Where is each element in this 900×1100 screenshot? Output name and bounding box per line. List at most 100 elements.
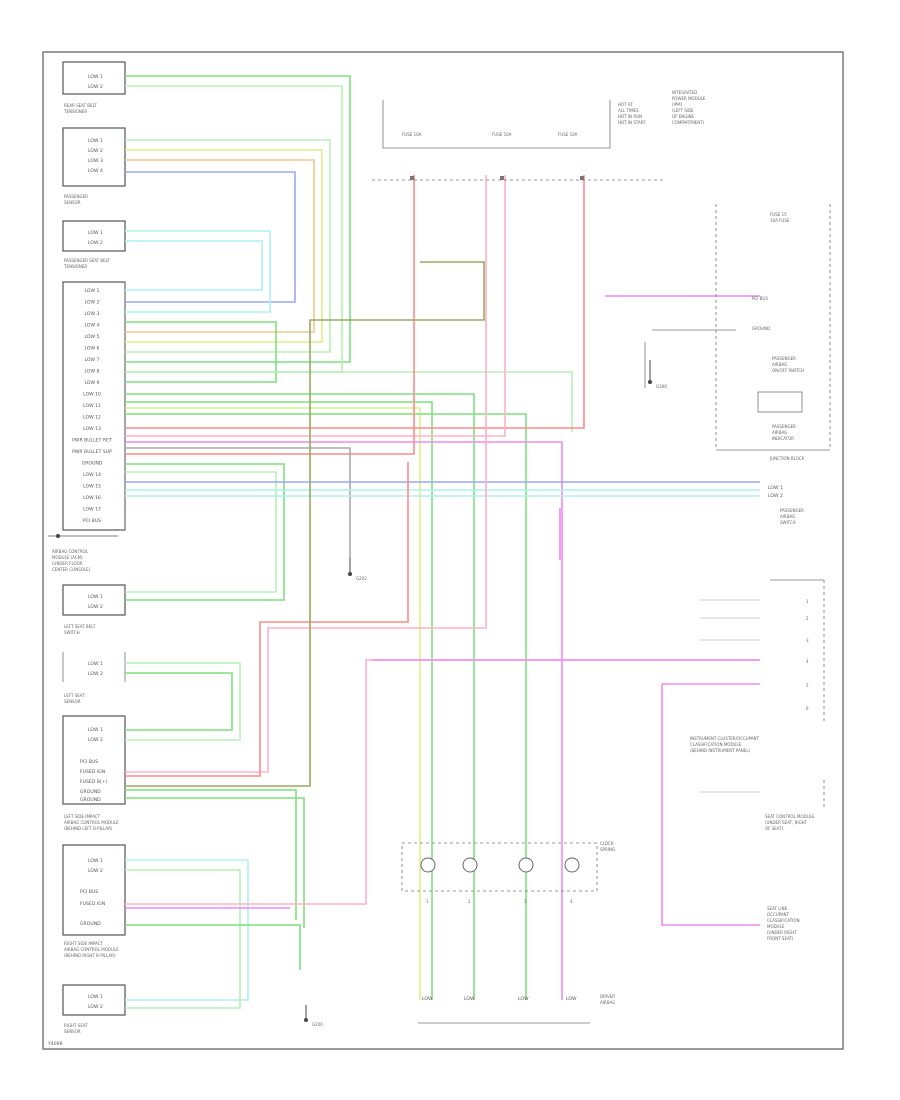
svg-text:LOW 1: LOW 1 [88,138,103,144]
svg-text:LOW 2: LOW 2 [88,148,103,154]
svg-text:LOW 4: LOW 4 [88,168,103,174]
svg-text:LOW 1: LOW 1 [88,230,103,236]
left-seat-belt-switch: LOW 1 LOW 2 LEFT SEAT BELT SWITCH [62,584,126,635]
acm-pin-label: LOW 4 [85,323,100,329]
svg-text:FUSE 10A: FUSE 10A [492,132,512,137]
svg-text:LOW 1: LOW 1 [88,594,103,600]
svg-text:DRIVER: DRIVER [600,994,615,999]
svg-text:FUSE 15: FUSE 15 [770,212,787,217]
ground-symbols: G202 G300 G200 [304,360,667,1027]
svg-text:PASSENGER: PASSENGER [780,508,804,513]
svg-text:3: 3 [806,638,809,643]
svg-text:(BEHIND RIGHT B-PILLAR): (BEHIND RIGHT B-PILLAR) [64,953,116,958]
svg-text:ON/OFF SWITCH: ON/OFF SWITCH [772,368,804,373]
acm-pin-label: PWR BULLET RET [72,438,112,444]
acm-pin-label: LOW 3 [85,311,100,317]
svg-text:G202: G202 [356,576,367,581]
svg-text:LOW: LOW [566,996,577,1002]
svg-text:FUSED IGN: FUSED IGN [80,901,105,907]
svg-text:PASSENGER: PASSENGER [772,356,796,361]
svg-text:(BEHIND LEFT B-PILLAR): (BEHIND LEFT B-PILLAR) [64,826,113,831]
rear-seat-belt-tensioner: LOW 1 LOW 2 REAR SEAT BELT TENSIONER [62,61,126,114]
acm-pin-label: LOW 17 [83,507,101,513]
svg-text:10A FUSE: 10A FUSE [770,218,790,223]
svg-text:SENSOR: SENSOR [64,200,81,205]
svg-text:REAR SEAT BELT: REAR SEAT BELT [64,103,97,108]
svg-text:GROUND: GROUND [80,789,101,795]
acm-pin-label: LOW 9 [85,380,100,386]
diagram-frame [42,51,844,1050]
svg-text:SPRING: SPRING [600,847,615,852]
svg-text:FUSE 10A: FUSE 10A [558,132,578,137]
svg-text:INSTRUMENT CLUSTER/OCCUPANT: INSTRUMENT CLUSTER/OCCUPANT [690,736,759,741]
svg-text:CLASSIFICATION: CLASSIFICATION [767,918,800,923]
svg-text:LOW 2: LOW 2 [88,868,103,874]
left-seat-sensor: LOW 1 LOW 2 LEFT SEAT SENSOR [62,652,126,704]
integrated-power-module: HOT AT ALL TIMES HOT IN RUN HOT IN START… [372,90,706,181]
svg-text:ALL TIMES: ALL TIMES [618,108,639,113]
right-seat-sensor: LOW 1 LOW 2 RIGHT SEAT SENSOR [62,984,126,1034]
svg-text:COMPARTMENT): COMPARTMENT) [672,120,705,125]
svg-text:G300: G300 [656,384,667,389]
svg-text:CLOCK: CLOCK [600,841,614,846]
svg-text:PCI BUS: PCI BUS [80,759,98,765]
svg-text:LOW 1: LOW 1 [88,661,103,667]
svg-text:G200: G200 [312,1022,323,1027]
acm-pin-label: LOW 15 [83,484,101,490]
svg-text:6: 6 [806,706,809,711]
svg-text:4: 4 [570,899,573,904]
svg-text:LOW 1: LOW 1 [768,485,783,491]
svg-text:1: 1 [806,599,809,604]
svg-text:3: 3 [524,899,527,904]
svg-text:LOW 2: LOW 2 [88,84,103,90]
svg-text:LEFT SEAT BELT: LEFT SEAT BELT [64,624,96,629]
acm-pin-label: LOW 2 [85,300,100,306]
acm-pin-label: LOW 16 [83,495,101,501]
svg-text:FUSE 10A: FUSE 10A [402,132,422,137]
svg-text:PCI BUS: PCI BUS [752,296,768,301]
svg-text:4: 4 [806,659,809,664]
right-side-impact-module: LOW 1 LOW 2 PCI BUS FUSED IGN GROUND RIG… [62,844,126,958]
svg-text:LEFT SIDE IMPACT: LEFT SIDE IMPACT [64,814,101,819]
acm-pin-label: LOW 13 [83,426,101,432]
acm-pin-label: LOW 7 [85,357,100,363]
svg-text:(LEFT SIDE: (LEFT SIDE [672,108,694,113]
acm-pin-label: LOW 12 [83,415,101,421]
svg-text:HOT IN RUN: HOT IN RUN [618,114,642,119]
svg-text:SWITCH: SWITCH [64,630,80,635]
svg-text:OF ENGINE: OF ENGINE [672,114,695,119]
svg-text:INTEGRATED: INTEGRATED [672,90,697,95]
svg-text:LOW 1: LOW 1 [88,858,103,864]
passenger-seat-belt-tensioner: LOW 1 LOW 2 PASSENGER SEAT BELT TENSIONE… [62,220,126,269]
svg-text:INDICATOR: INDICATOR [772,436,794,441]
svg-text:SENSOR: SENSOR [64,1029,81,1034]
svg-text:FRONT SEAT): FRONT SEAT) [767,936,794,941]
svg-text:GROUND: GROUND [752,326,770,331]
svg-text:LOW: LOW [464,996,475,1002]
svg-text:LOW 2: LOW 2 [88,240,103,246]
svg-text:LOW 2: LOW 2 [88,671,103,677]
svg-text:(IPM): (IPM) [672,102,683,107]
acm-pin-label: LOW 5 [85,334,100,340]
svg-text:LOW 1: LOW 1 [88,727,103,733]
svg-text:RIGHT SEAT: RIGHT SEAT [64,1023,88,1028]
passenger-airbag-switch: LOW 1 LOW 2 PASSENGER AIRBAG SWITCH [768,485,804,525]
svg-text:LOW 2: LOW 2 [88,737,103,743]
svg-text:SWITCH: SWITCH [780,520,796,525]
svg-text:AIRBAG CONTROL MODULE: AIRBAG CONTROL MODULE [64,947,119,952]
svg-text:LEFT SEAT: LEFT SEAT [64,693,85,698]
svg-text:AIRBAG: AIRBAG [780,514,795,519]
wire-harness [125,75,760,1009]
svg-text:2: 2 [468,899,471,904]
svg-text:LOW 2: LOW 2 [768,493,783,499]
footer-code: Y4096 [47,1041,63,1047]
svg-text:AIRBAG: AIRBAG [600,1000,615,1005]
left-side-impact-module: LOW 1 LOW 2 PCI BUS FUSED IGN FUSED B(+)… [62,715,126,831]
passenger-sensor: LOW 1 LOW 2 LOW 3 LOW 4 PASSENGER SENSOR [62,127,126,205]
svg-text:(UNDER SEAT, RIGHT: (UNDER SEAT, RIGHT [765,820,808,825]
svg-text:OCCUPANT: OCCUPANT [767,912,790,917]
svg-text:LOW 3: LOW 3 [88,158,103,164]
svg-text:SENSOR: SENSOR [64,699,81,704]
svg-text:LOW: LOW [422,996,433,1002]
